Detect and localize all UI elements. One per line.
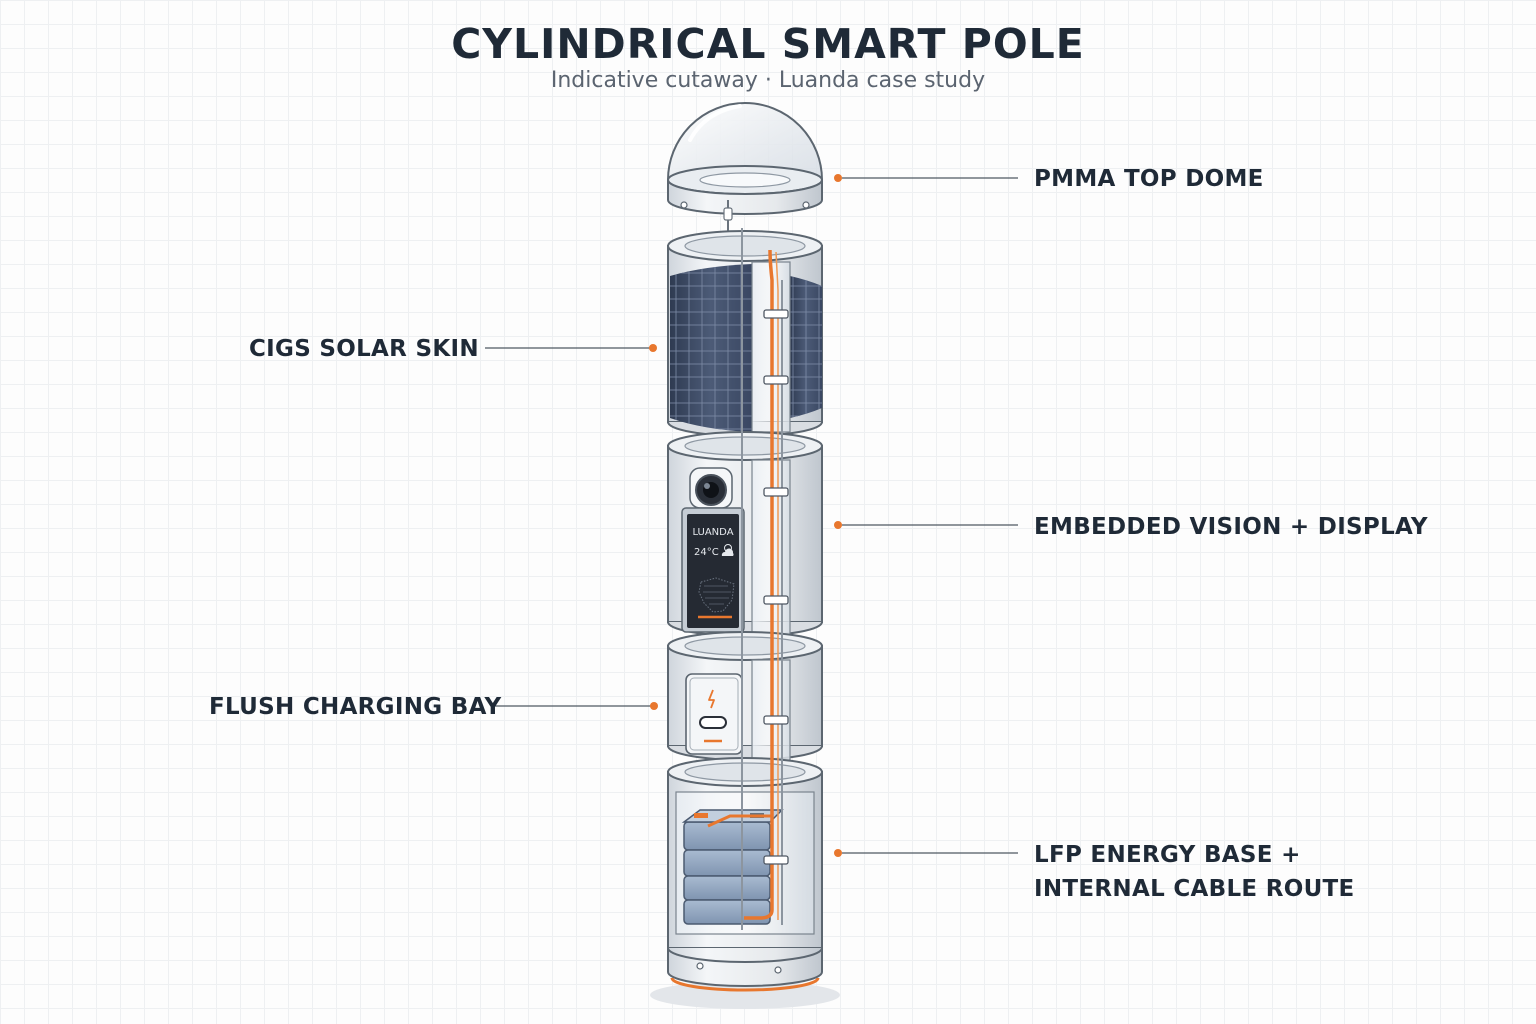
display-city: LUANDA: [692, 527, 733, 538]
angola-map-icon: [698, 577, 735, 613]
callout-dome-leader: [834, 174, 1018, 182]
internal-cable-route: [707, 228, 789, 930]
partly-cloudy-icon: [721, 544, 734, 556]
solar-module: [667, 230, 823, 437]
callout-energy-line2: INTERNAL CABLE ROUTE: [1034, 876, 1355, 902]
callout-solar-leader: [485, 344, 657, 352]
battery-stack: [681, 809, 784, 925]
display-screen: [681, 507, 745, 633]
diagram-subtitle: Indicative cutaway · Luanda case study: [550, 68, 986, 93]
callout-energy-line1: LFP ENERGY BASE +: [1034, 842, 1301, 868]
lightning-icon: [708, 689, 715, 709]
callout-dome: PMMA TOP DOME: [1034, 166, 1264, 192]
callout-energy-leader: [834, 849, 1018, 857]
callout-solar: CIGS SOLAR SKIN: [249, 336, 479, 362]
callout-vision-leader: [834, 521, 1018, 529]
display-temperature: 24°C: [694, 547, 719, 558]
callout-vision: EMBEDDED VISION + DISPLAY: [1034, 514, 1428, 540]
camera-lens-icon: [695, 474, 727, 506]
usb-c-port-icon: [699, 716, 727, 729]
top-dome: [666, 102, 824, 232]
callout-charging: FLUSH CHARGING BAY: [209, 694, 502, 720]
diagram-title: CYLINDRICAL SMART POLE: [451, 20, 1085, 68]
charging-bay: [685, 673, 743, 755]
callout-charging-leader: [493, 702, 658, 710]
